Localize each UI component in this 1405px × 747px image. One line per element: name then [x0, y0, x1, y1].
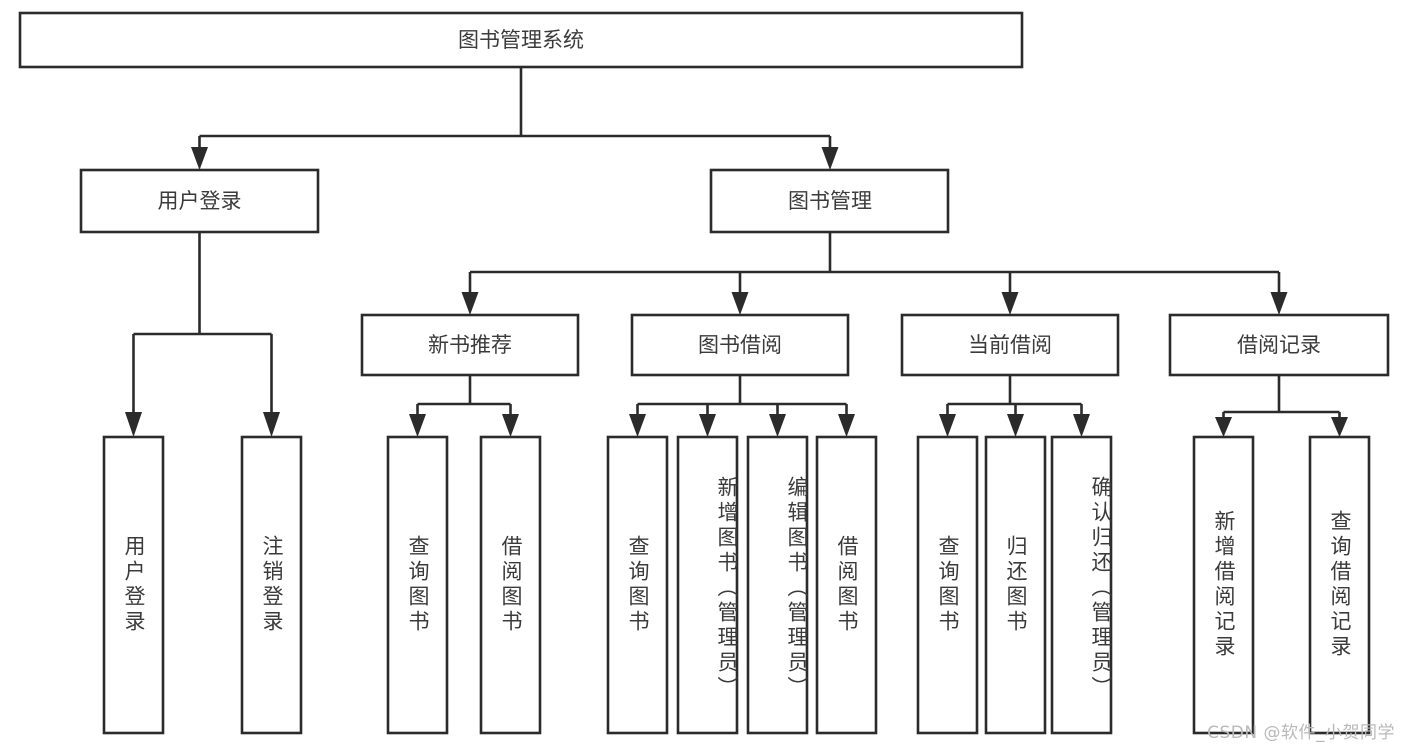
node-book-manage[interactable]: 图书管理: [709, 168, 950, 234]
node-user-login-label: 用户登录: [158, 189, 242, 213]
arrow-to-leaf-return-book: [1007, 414, 1024, 437]
leaf-boxes-group: [102, 435, 1371, 735]
arrow-to-leaf-query-book-1: [409, 414, 426, 437]
arrow-to-current-borrow: [1001, 292, 1019, 315]
arrow-to-new-book-recommend: [461, 292, 479, 315]
leaf-box-query-book-1[interactable]: [386, 435, 449, 735]
node-root[interactable]: 图书管理系统: [18, 11, 1024, 69]
leaf-box-user-login[interactable]: [102, 435, 165, 735]
leaf-box-return-book[interactable]: [984, 435, 1047, 735]
leaf-box-borrow-book-1[interactable]: [479, 435, 542, 735]
node-book-borrow-box[interactable]: [630, 313, 850, 377]
arrow-to-user-login: [191, 147, 208, 170]
node-new-book-recommend[interactable]: 新书推荐: [360, 313, 580, 377]
node-new-book-recommend-box[interactable]: [360, 313, 580, 377]
arrow-to-leaf-add-record: [1215, 417, 1232, 437]
leaf-box-query-book-2[interactable]: [606, 435, 669, 735]
edge-group-root-to-level2: [191, 67, 839, 170]
leaf-box-borrow-book-2[interactable]: [815, 435, 878, 735]
watermark-text: CSDN @软件_小贺同学: [1207, 723, 1395, 743]
leaf-box-edit-book[interactable]: [746, 435, 809, 735]
node-book-borrow[interactable]: 图书借阅: [630, 313, 850, 377]
edge-group-user-login-to-leaves: [125, 232, 280, 437]
leaf-box-query-book-3[interactable]: [916, 435, 979, 735]
node-current-borrow-box[interactable]: [900, 313, 1120, 377]
leaf-box-query-record[interactable]: [1308, 435, 1371, 735]
node-root-box[interactable]: [18, 11, 1024, 69]
arrow-to-leaf-borrow-book-1: [502, 414, 519, 437]
leaf-box-add-book[interactable]: [676, 435, 739, 735]
node-user-login-box[interactable]: [79, 168, 320, 234]
node-current-borrow-label: 当前借阅: [968, 333, 1052, 357]
node-book-manage-box[interactable]: [709, 168, 950, 234]
node-borrow-record-label: 借阅记录: [1237, 333, 1321, 357]
node-new-book-recommend-label: 新书推荐: [428, 333, 512, 357]
arrow-to-leaf-confirm-return: [1073, 414, 1090, 437]
node-borrow-record-box[interactable]: [1168, 313, 1390, 377]
arrow-to-leaf-add-book: [699, 414, 716, 437]
arrow-to-leaf-user-login: [125, 412, 142, 437]
node-root-label: 图书管理系统: [458, 28, 584, 52]
edge-group-book-borrow-to-leaves: [629, 375, 855, 437]
node-user-login[interactable]: 用户登录: [79, 168, 320, 234]
leaf-box-confirm-return[interactable]: [1050, 435, 1113, 735]
node-book-manage-label: 图书管理: [788, 189, 872, 213]
arrow-to-leaf-query-book-2: [629, 414, 646, 437]
node-current-borrow[interactable]: 当前借阅: [900, 313, 1120, 377]
node-book-borrow-label: 图书借阅: [698, 333, 782, 357]
arrow-to-leaf-query-record: [1331, 417, 1348, 437]
edge-group-book-manage-to-level3: [461, 232, 1288, 315]
arrow-to-leaf-borrow-book-2: [838, 414, 855, 437]
leaf-box-logout[interactable]: [240, 435, 303, 735]
arrow-to-book-borrow: [731, 292, 749, 315]
arrow-to-borrow-record: [1270, 292, 1288, 315]
arrow-to-book-manage: [821, 147, 839, 170]
edge-group-new-book-recommend-to-leaves: [409, 375, 519, 437]
arrow-to-leaf-query-book-3: [939, 414, 956, 437]
node-borrow-record[interactable]: 借阅记录: [1168, 313, 1390, 377]
leaf-box-add-record[interactable]: [1192, 435, 1255, 735]
arrow-to-leaf-logout: [263, 412, 280, 437]
edge-group-current-borrow-to-leaves: [939, 375, 1090, 437]
arrow-to-leaf-edit-book: [769, 414, 786, 437]
edge-group-borrow-record-to-leaves: [1215, 375, 1348, 437]
